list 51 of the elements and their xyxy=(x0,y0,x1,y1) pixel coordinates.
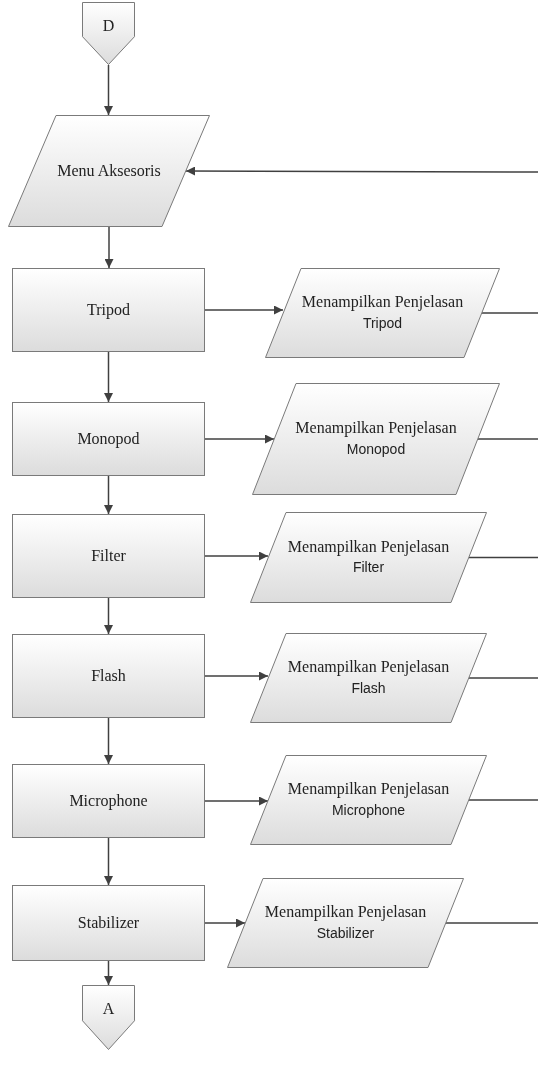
process-box xyxy=(12,885,205,961)
node-label: Tripod xyxy=(362,313,403,333)
arrow xyxy=(204,671,269,681)
node-label: Monopod xyxy=(77,428,140,450)
process-box xyxy=(12,514,205,598)
node-label: Stabilizer xyxy=(316,923,375,943)
node-label: Microphone xyxy=(69,790,148,812)
node-label: Filter xyxy=(352,558,385,578)
arrow xyxy=(204,796,269,806)
arrow xyxy=(104,717,113,765)
data-parallelogram xyxy=(252,383,500,495)
arrow xyxy=(104,475,113,515)
arrow xyxy=(204,434,275,444)
data-parallelogram xyxy=(250,633,487,723)
data-parallelogram xyxy=(227,878,464,968)
node-label: A xyxy=(102,999,115,1019)
node-label: Flash xyxy=(351,678,386,698)
node-label: Menu Aksesoris xyxy=(57,160,161,181)
arrow xyxy=(185,166,538,176)
off-page-connector xyxy=(82,985,135,1050)
node-label: Menampilkan Penjelasan xyxy=(287,779,450,800)
arrow xyxy=(204,918,246,928)
arrow xyxy=(204,305,284,315)
process-box xyxy=(12,268,205,352)
arrow xyxy=(104,351,113,403)
process-box xyxy=(12,402,205,476)
node-label: Flash xyxy=(91,665,126,686)
process-box xyxy=(12,764,205,838)
arrow xyxy=(104,837,113,886)
node-label: Menampilkan Penjelasan xyxy=(287,536,450,558)
data-parallelogram xyxy=(265,268,500,358)
arrow xyxy=(104,64,113,116)
data-parallelogram xyxy=(250,755,487,845)
arrow xyxy=(104,960,113,986)
off-page-connector xyxy=(82,2,135,65)
node-label: Monopod xyxy=(346,439,406,459)
data-parallelogram xyxy=(8,115,210,227)
node-label: Stabilizer xyxy=(77,912,140,933)
process-box xyxy=(12,634,205,718)
arrow xyxy=(104,226,114,269)
node-label: Menampilkan Penjelasan xyxy=(264,902,427,923)
node-label: Filter xyxy=(91,545,126,566)
node-label: Menampilkan Penjelasan xyxy=(301,292,464,313)
node-label: Microphone xyxy=(331,800,406,820)
node-label: Menampilkan Penjelasan xyxy=(295,418,457,439)
node-label: Menampilkan Penjelasan xyxy=(287,657,450,678)
arrow xyxy=(104,597,113,635)
node-label: Tripod xyxy=(87,299,130,321)
arrow xyxy=(204,551,269,561)
node-label: D xyxy=(102,16,115,36)
data-parallelogram xyxy=(250,512,487,603)
